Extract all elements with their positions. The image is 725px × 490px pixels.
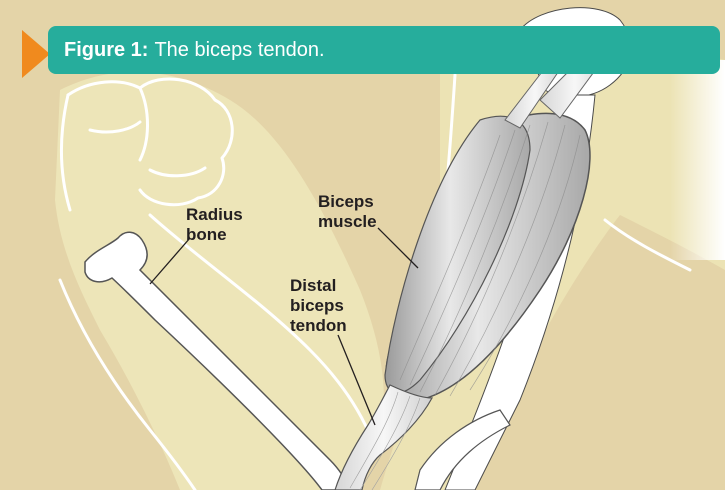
- right-fade: [670, 60, 725, 260]
- figure-caption-banner: Figure 1: The biceps tendon.: [48, 26, 720, 74]
- label-biceps-line1: Biceps: [318, 192, 377, 212]
- label-tendon-line2: biceps: [290, 296, 347, 316]
- orange-triangle-marker-icon: [22, 30, 50, 78]
- label-biceps-muscle: Biceps muscle: [318, 192, 377, 232]
- label-tendon-line3: tendon: [290, 316, 347, 336]
- label-radius-line2: bone: [186, 225, 243, 245]
- figure-caption: The biceps tendon.: [154, 39, 324, 62]
- label-radius-bone: Radius bone: [186, 205, 243, 245]
- label-distal-biceps-tendon: Distal biceps tendon: [290, 276, 347, 336]
- label-tendon-line1: Distal: [290, 276, 347, 296]
- figure-number: Figure 1:: [64, 39, 148, 62]
- label-biceps-line2: muscle: [318, 212, 377, 232]
- label-radius-line1: Radius: [186, 205, 243, 225]
